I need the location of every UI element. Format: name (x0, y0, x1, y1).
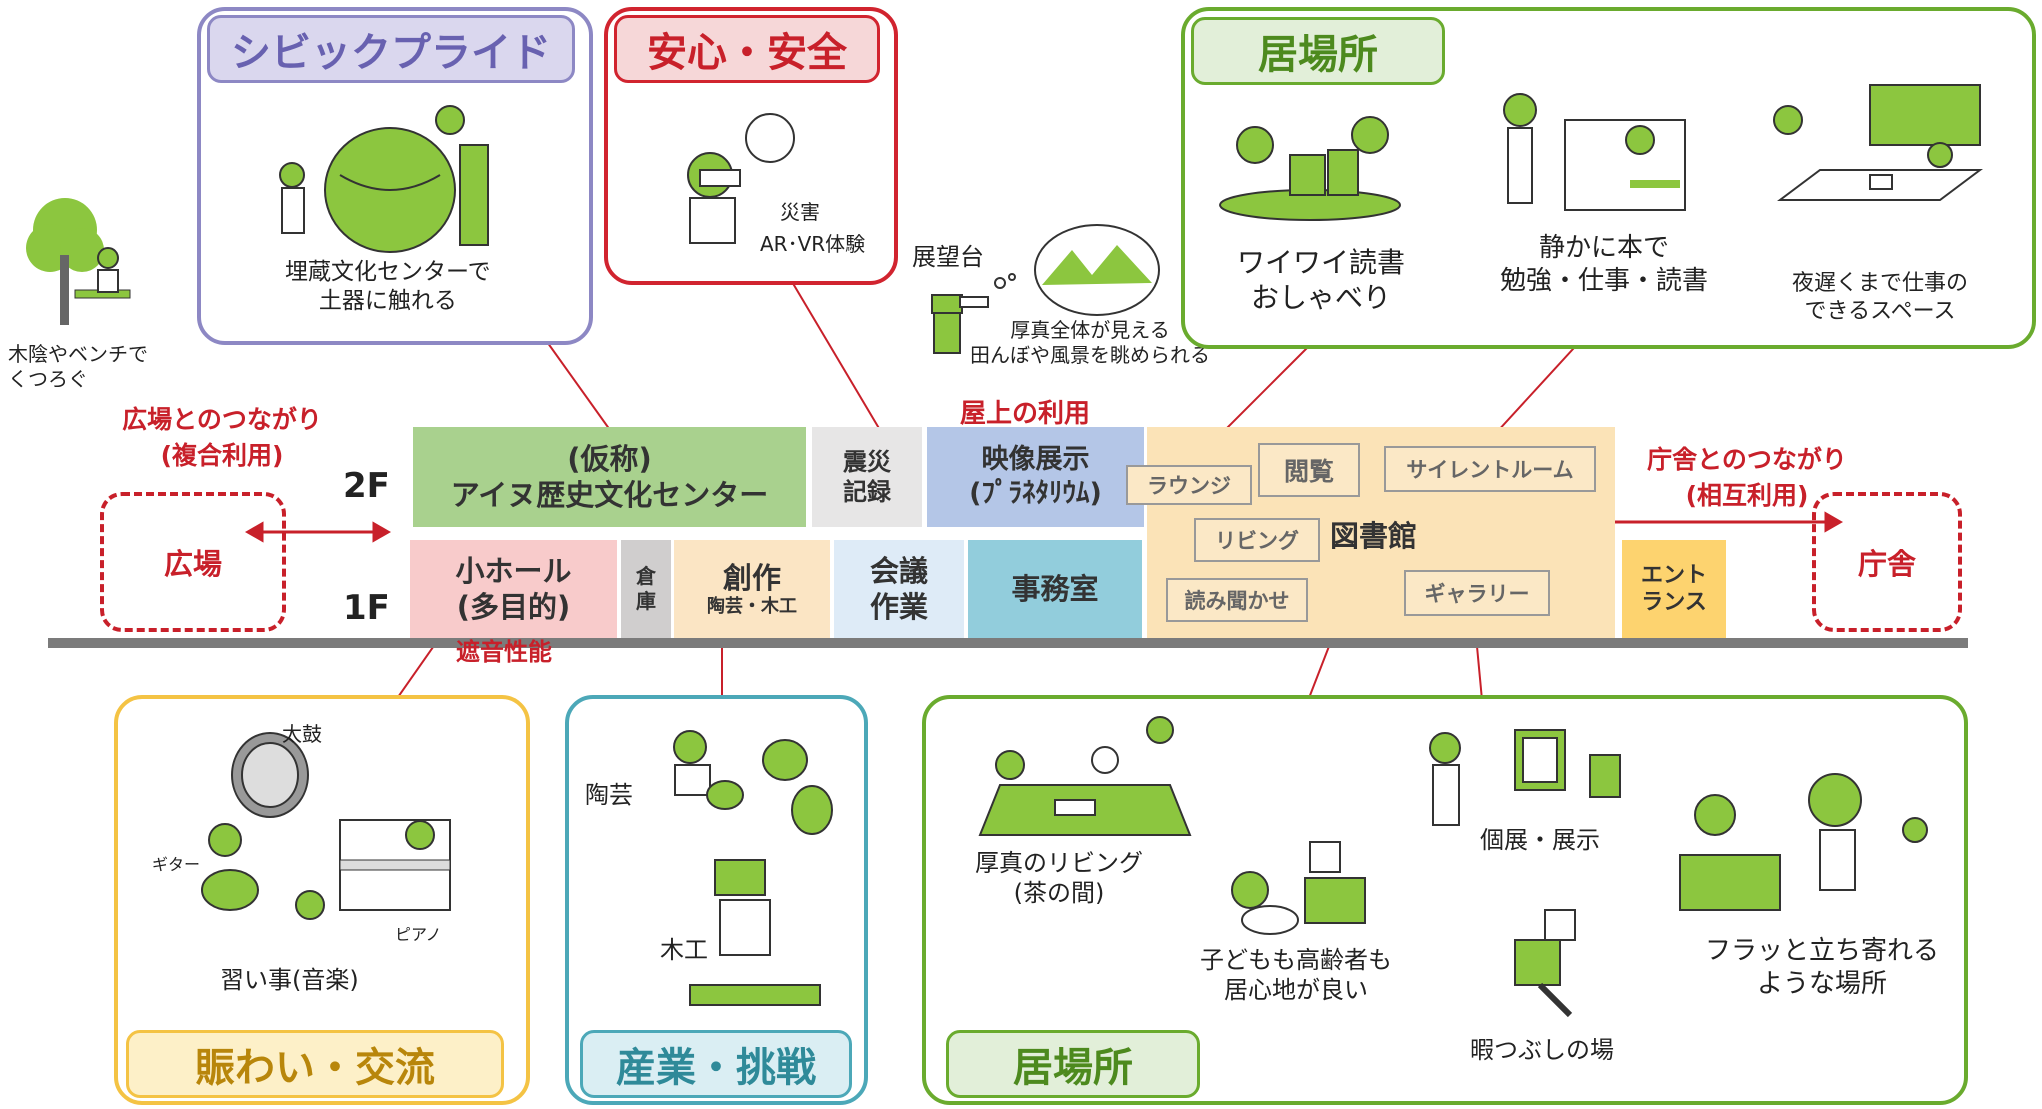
floor-label-1f: 1F (343, 588, 390, 628)
taiko-label: 太鼓 (282, 722, 322, 746)
kids-elderly-illustration (1231, 841, 1366, 935)
living-room-illustration (978, 716, 1192, 836)
pottery-illustration (673, 730, 833, 835)
room-office: 事務室 (968, 540, 1142, 638)
room-creation: 創作 陶芸・木工 (674, 540, 830, 638)
town-hall-connection-label: 庁舎とのつながり (相互利用) (1647, 445, 1847, 511)
living-caption: 厚真のリビング (茶の間) (975, 849, 1143, 907)
room-entrance: エント ランス (1622, 540, 1726, 638)
bench-caption: 木陰やベンチで くつろぐ (8, 342, 148, 391)
room-ainu-center: (仮称) アイヌ歴史文化センター (413, 427, 806, 527)
library-title: 図書館 (1330, 519, 1418, 553)
library-area-storytelling: 読み聞かせ (1166, 578, 1308, 622)
ibasho-top-caption-2: 静かに本で 勉強・仕事・読書 (1500, 233, 1709, 296)
leisure-caption: 暇つぶしの場 (1470, 1036, 1614, 1064)
place-town-hall: 庁舎 (1812, 492, 1962, 632)
observatory-caption: 厚真全体が見える 田んぼや風景を眺められる (970, 318, 1210, 367)
room-disaster-record: 震災 記録 (812, 427, 922, 527)
observatory-illustration (931, 224, 1160, 354)
woodwork-illustration (689, 859, 821, 1006)
tree-bench-illustration (26, 198, 131, 325)
place-plaza-label: 広場 (163, 547, 222, 581)
leisure-illustration (1514, 909, 1576, 1018)
panel-ibasho-bottom-title: 居場所 (946, 1030, 1200, 1098)
rooftop-use-label: 屋上の利用 (960, 399, 1091, 429)
room-meeting: 会議 作業 (834, 540, 964, 638)
plaza-connection-label: 広場とのつながり (複合利用) (122, 405, 322, 471)
vr-experience-illustration (687, 113, 795, 244)
woodwork-label: 木工 (660, 936, 708, 964)
library-area-silent-room: サイレントルーム (1384, 446, 1596, 492)
room-small-hall: 小ホール (多目的) (410, 540, 617, 638)
exhibition-illustration (1429, 729, 1621, 826)
late-night-work-illustration (1773, 84, 1983, 201)
panel-civic-pride-title: シビックプライド (207, 15, 575, 83)
room-video-exhibit: 映像展示 (ﾌﾟﾗﾈﾀﾘｳﾑ) (927, 427, 1144, 527)
pottery-label: 陶芸 (585, 781, 633, 809)
place-town-hall-label: 庁舎 (1857, 547, 1916, 581)
civic-pride-caption: 埋蔵文化センターで 土器に触れる (285, 259, 491, 314)
soundproof-label: 遮音性能 (456, 638, 552, 666)
drop-in-caption: フラッと立ち寄れる ような場所 (1705, 936, 1940, 999)
floor-label-2f: 2F (343, 466, 390, 506)
panel-ibasho-top-title: 居場所 (1191, 17, 1445, 85)
exhibition-caption: 個展・展示 (1480, 826, 1600, 854)
kids-elderly-caption: 子どもも高齢者も 居心地が良い (1200, 946, 1392, 1004)
guitar-label: ギター (152, 855, 201, 874)
ground-line (48, 638, 1968, 648)
ibasho-top-caption-1: ワイワイ読書 おしゃべり (1237, 246, 1406, 314)
safety-bubble-label: 災害 (780, 200, 820, 224)
library-area-lounge: ラウンジ (1126, 465, 1252, 505)
library-area-reading: 閲覧 (1258, 443, 1360, 497)
earthenware-illustration (279, 105, 489, 253)
silent-study-illustration (1503, 93, 1686, 211)
drop-in-illustration (1679, 773, 1928, 911)
library-area-gallery: ギャラリー (1404, 570, 1550, 616)
safety-caption: AR･VR体験 (760, 232, 866, 256)
nigiwai-caption: 習い事(音楽) (220, 966, 359, 994)
piano-label: ピアノ (395, 925, 442, 944)
panel-safety-title: 安心・安全 (614, 15, 880, 83)
panel-nigiwai-title: 賑わい・交流 (126, 1030, 504, 1098)
room-storage: 倉 庫 (621, 540, 671, 638)
library-area-living: リビング (1194, 518, 1320, 562)
place-plaza: 広場 (100, 492, 286, 632)
panel-sangyo-title: 産業・挑戦 (580, 1030, 852, 1098)
reading-chat-illustration (1219, 116, 1401, 221)
music-lesson-illustration (201, 732, 451, 920)
observatory-title: 展望台 (912, 243, 984, 271)
ibasho-top-caption-3: 夜遅くまで仕事の できるスペース (1792, 271, 1969, 324)
